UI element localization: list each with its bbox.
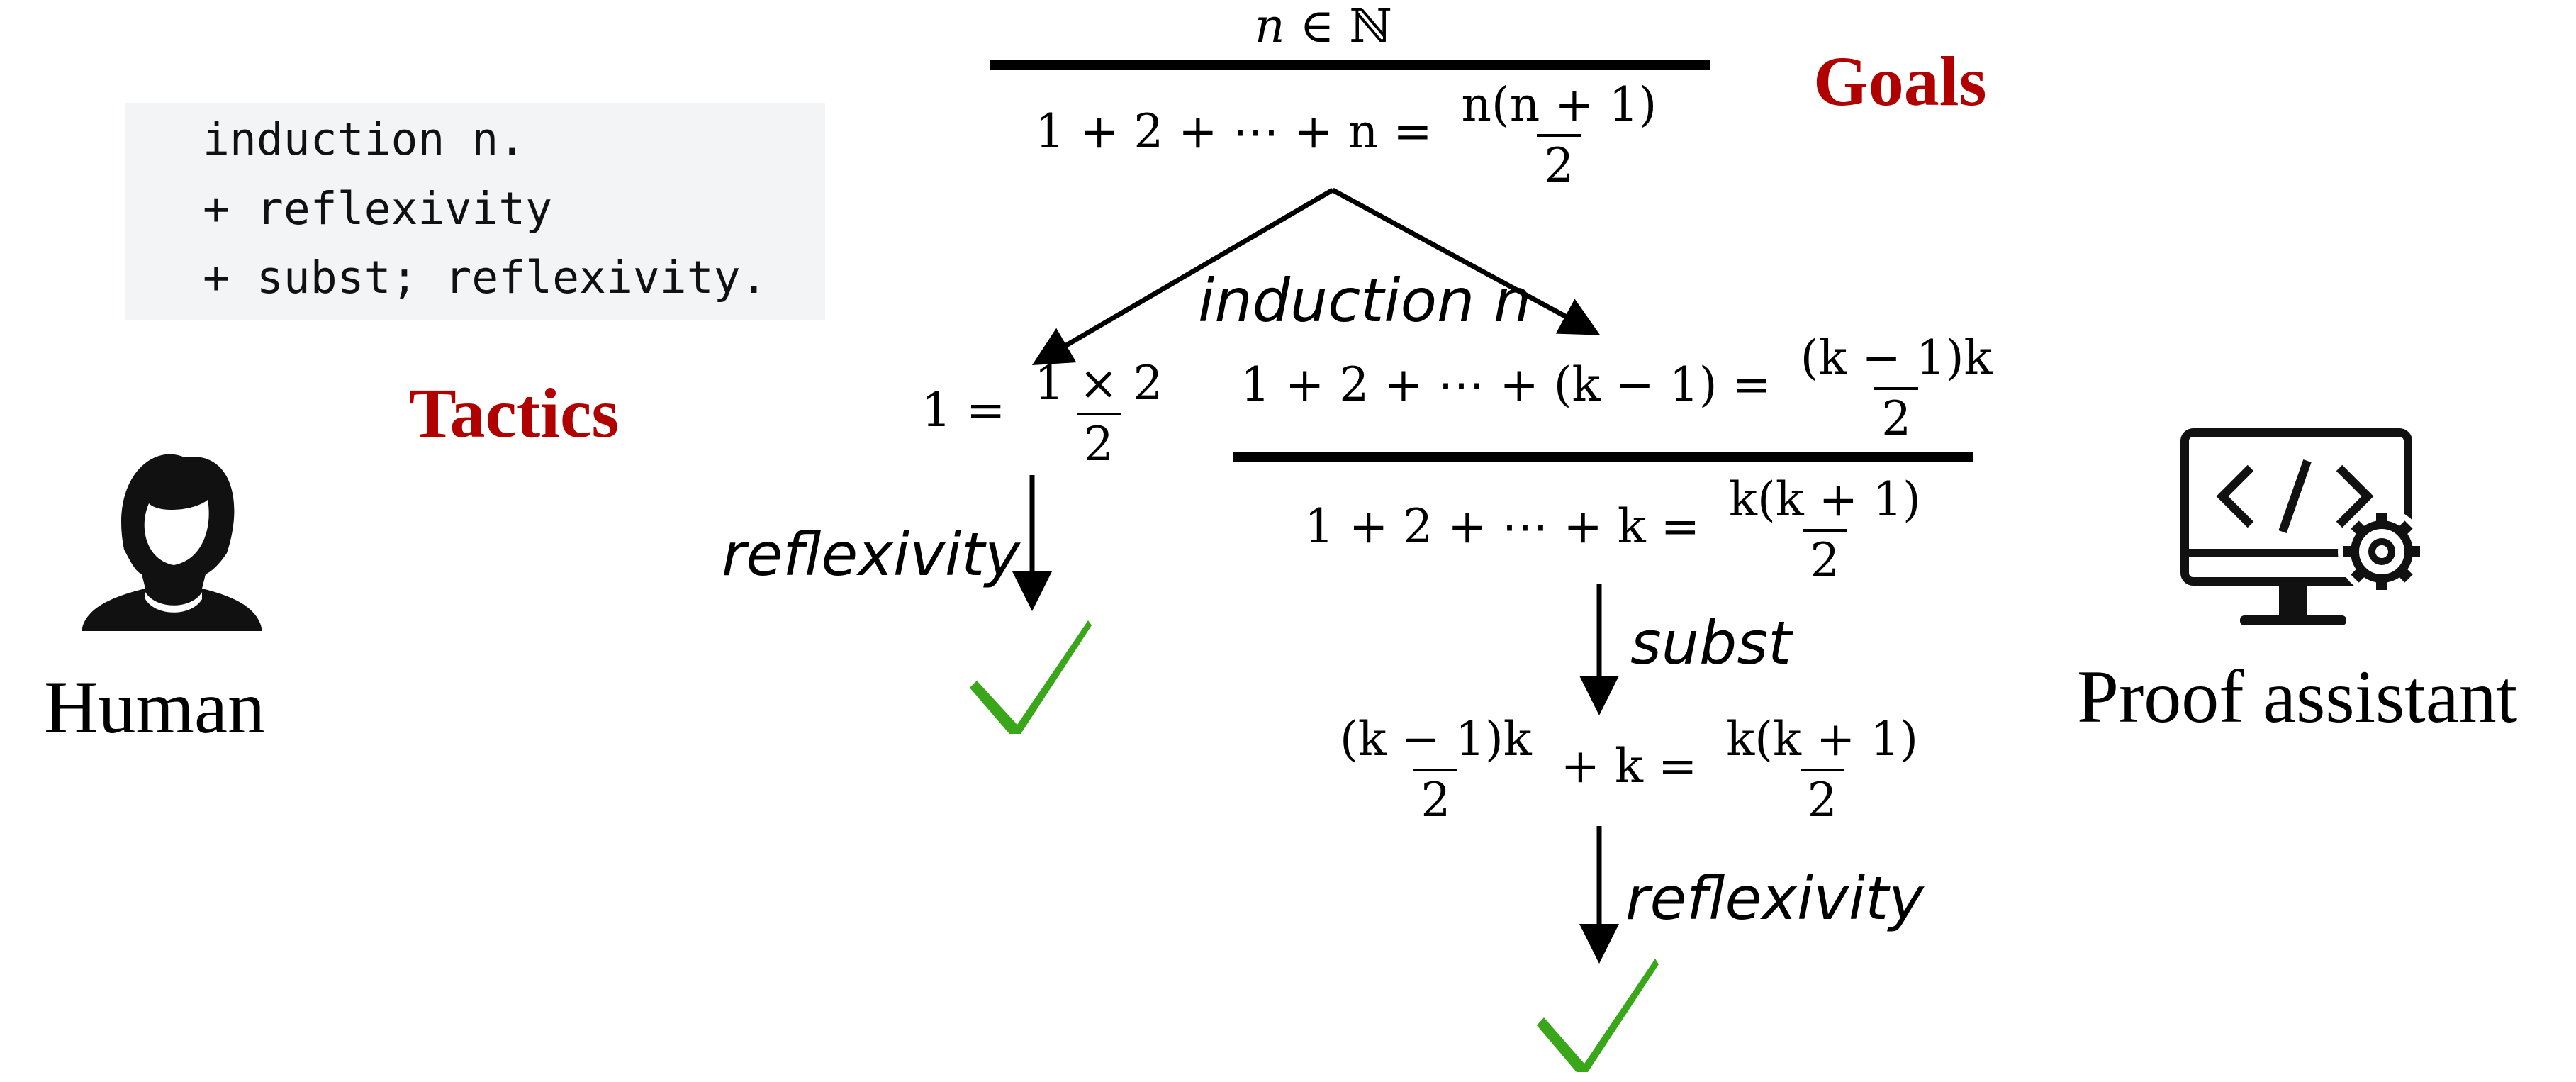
main-goal-equation: 1 + 2 + ⋯ + n = n(n + 1)2 bbox=[1035, 82, 1671, 189]
human-label: Human bbox=[44, 666, 266, 749]
induction-label: induction n bbox=[1198, 266, 1532, 335]
subst-label: subst bbox=[1630, 608, 1792, 678]
reflexivity-label-left: reflexivity bbox=[722, 520, 1020, 589]
code-line-3: + subst; reflexivity. bbox=[203, 252, 768, 303]
tactic-code-block: induction n. + reflexivity + subst; refl… bbox=[125, 103, 825, 320]
code-line-1: induction n. bbox=[203, 113, 526, 165]
tactics-label: Tactics bbox=[409, 374, 620, 452]
goal-denominator: 2 bbox=[1537, 134, 1581, 189]
arrow-to-base-case bbox=[1031, 187, 1334, 366]
computer-code-gear-icon bbox=[2176, 425, 2431, 641]
hypothesis-n-in-N: n ∈ ℕ bbox=[1255, 0, 1392, 53]
arrow-to-step-case bbox=[1331, 187, 1601, 335]
checkmark-icon bbox=[1537, 959, 1659, 1072]
checkmark-icon bbox=[970, 620, 1092, 734]
goal-lhs: 1 + 2 + ⋯ + n = bbox=[1035, 104, 1433, 159]
goals-label: Goals bbox=[1813, 42, 1987, 121]
goal-numerator: n(n + 1) bbox=[1461, 77, 1657, 132]
proof-assistant-label: Proof assistant bbox=[2077, 655, 2518, 738]
code-line-2: + reflexivity bbox=[203, 183, 553, 235]
person-icon bbox=[67, 436, 280, 637]
step-goal-equation: 1 + 2 + ⋯ + k = k(k + 1)2 bbox=[1304, 472, 1921, 588]
reflexivity-label-right: reflexivity bbox=[1625, 864, 1924, 933]
